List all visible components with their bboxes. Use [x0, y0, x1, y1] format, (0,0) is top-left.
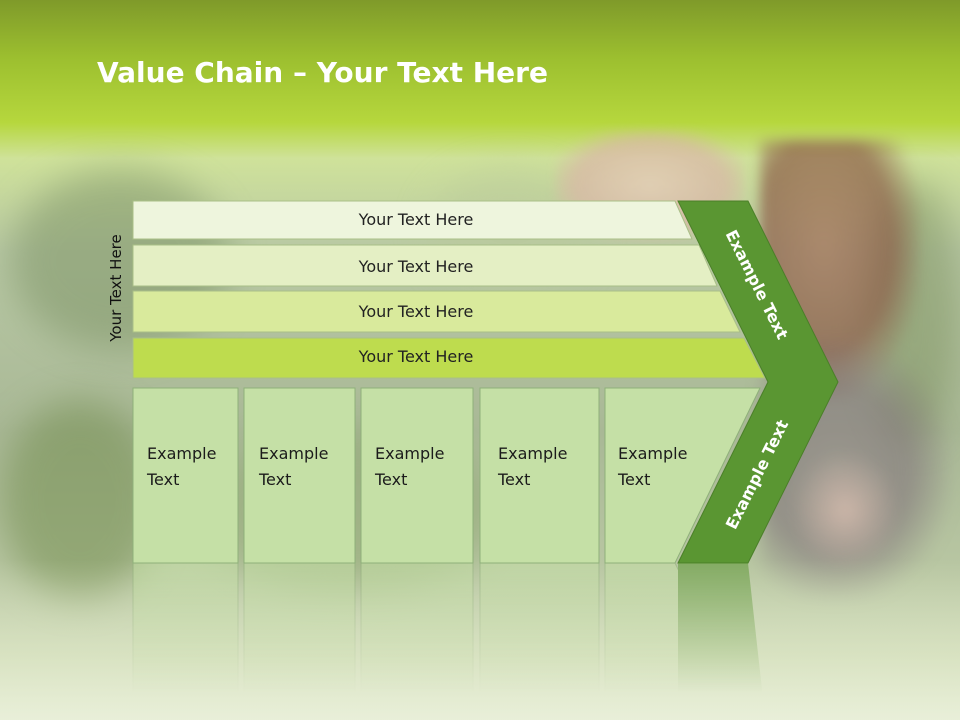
box-3-reflection [360, 562, 474, 720]
title-rest: – Your Text Here [283, 56, 548, 89]
bar-3 [132, 290, 741, 333]
box-2-line1: Example [259, 444, 328, 463]
bar-2-label: Your Text Here [358, 257, 474, 276]
box-2 [243, 387, 356, 564]
box-1-line1: Example [147, 444, 216, 463]
box-3 [360, 387, 474, 564]
slide-title: Value Chain – Your Text Here [97, 54, 548, 92]
title-bold: Value Chain [97, 56, 284, 89]
bar-4-label: Your Text Here [358, 347, 474, 366]
box-1-reflection [132, 562, 239, 720]
reflection [132, 562, 766, 720]
box-1-line2: Text [146, 470, 179, 489]
box-4-line1: Example [498, 444, 567, 463]
box-2-line2: Text [258, 470, 291, 489]
bar-2 [132, 244, 718, 287]
box-4 [479, 387, 600, 564]
box-3-line2: Text [374, 470, 407, 489]
box-4-line2: Text [497, 470, 530, 489]
box-row: Example Text Example Text Example Text E… [132, 387, 761, 564]
box-5-line1: Example [618, 444, 687, 463]
person-arm [790, 450, 900, 570]
box-1 [132, 387, 239, 564]
box-3-line1: Example [375, 444, 444, 463]
box-2-reflection [243, 562, 356, 720]
box-5-line2: Text [617, 470, 650, 489]
bar-4 [132, 337, 766, 379]
bar-1 [132, 200, 693, 240]
chevron-reflection [678, 563, 766, 720]
bar-1-label: Your Text Here [358, 210, 474, 229]
box-4-reflection [479, 562, 600, 720]
bar-3-label: Your Text Here [358, 302, 474, 321]
